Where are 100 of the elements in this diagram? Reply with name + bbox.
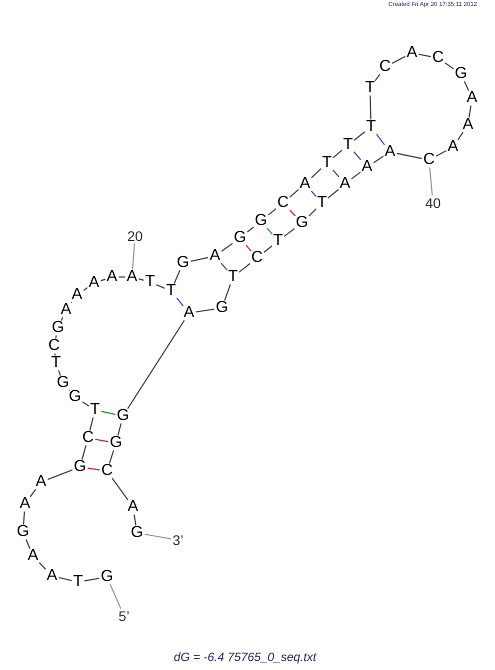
base-pair-line xyxy=(88,468,100,471)
nucleotide-letter: C xyxy=(101,465,113,477)
backbone-line xyxy=(196,308,214,313)
backbone-line xyxy=(30,488,36,498)
nucleotide-letter: T xyxy=(322,157,332,169)
base-pair-line xyxy=(220,262,228,271)
nucleotide-letter: A xyxy=(36,476,46,488)
backbone-line xyxy=(82,401,90,406)
backbone-line xyxy=(108,450,114,464)
backbone-line xyxy=(238,263,250,273)
backbone-line xyxy=(26,539,30,549)
backbone-line xyxy=(284,228,295,237)
backbone-line xyxy=(328,188,339,198)
backbone-line xyxy=(221,242,233,252)
backbone-line xyxy=(264,245,272,253)
backbone-line xyxy=(138,278,144,281)
backbone-line xyxy=(224,284,231,301)
backbone-line xyxy=(457,132,464,140)
nucleotide-letter: G xyxy=(100,571,114,583)
backbone-line xyxy=(60,317,64,321)
backbone-line xyxy=(127,320,185,410)
nucleotide-letter: T xyxy=(145,276,155,288)
nucleotide-letter: G xyxy=(296,217,308,229)
base-pair-line xyxy=(176,298,184,306)
backbone-line xyxy=(396,152,422,160)
base-pair-line xyxy=(101,410,116,415)
nucleotide-letter: A xyxy=(384,146,396,158)
nucleotide-letter: G xyxy=(68,391,82,403)
backbone-line xyxy=(354,131,366,141)
nucleotide-letter: A xyxy=(184,307,194,319)
backbone-line xyxy=(268,208,276,216)
leader-line xyxy=(110,584,122,609)
nucleotide-letter: A xyxy=(466,92,478,104)
nucleotide-letter: C xyxy=(82,432,94,444)
nucleotide-letter: A xyxy=(88,277,100,289)
nucleotide-letter: C xyxy=(379,61,391,73)
backbone-line xyxy=(418,54,431,58)
nucleotide-letter: A xyxy=(340,178,350,190)
base-pair-line xyxy=(246,244,252,252)
backbone-line xyxy=(464,81,470,91)
nucleotide-letter: A xyxy=(72,289,82,301)
nucleotide-letter: G xyxy=(74,461,86,473)
caption-text: dG = -6.4 75765_0_seq.txt xyxy=(174,650,316,664)
backbone-line xyxy=(436,150,447,157)
nucleotide-letter: C xyxy=(48,340,60,352)
backbone-line xyxy=(84,578,100,582)
backbone-line xyxy=(190,256,208,262)
nucleotide-letter: T xyxy=(51,357,61,369)
backbone-line xyxy=(58,576,72,582)
backbone-line xyxy=(174,270,180,284)
backbone-line xyxy=(117,423,122,436)
nucleotide-letter: C xyxy=(277,197,289,209)
base-pair-line xyxy=(310,190,317,197)
nucleotide-letter: T xyxy=(90,404,100,416)
nucleotide-letter: T xyxy=(366,121,376,133)
nucleotide-letter: G xyxy=(16,526,30,538)
nucleotide-letter: G xyxy=(116,410,130,422)
nucleotide-letter: A xyxy=(46,570,58,582)
backbone-line xyxy=(290,189,299,198)
nucleotide-letter: A xyxy=(406,47,418,59)
nucleotide-letter: C xyxy=(251,252,263,264)
backbone-line xyxy=(156,284,165,289)
nucleotide-letter: T xyxy=(166,285,176,297)
backbone-line xyxy=(118,276,126,278)
nucleotide-letter: T xyxy=(228,271,238,283)
backbone-line xyxy=(332,150,342,158)
backbone-line xyxy=(308,208,316,216)
nucleotide-letter: T xyxy=(273,235,283,247)
position-number: 20 xyxy=(127,230,143,242)
nucleotide-letter: A xyxy=(462,119,474,131)
backbone-line xyxy=(22,511,26,525)
nucleotide-letter: G xyxy=(110,437,122,449)
nucleotide-letter: A xyxy=(28,550,38,562)
backbone-line xyxy=(247,226,254,232)
nucleotide-letter: A xyxy=(448,141,458,153)
nucleotide-letter: G xyxy=(176,257,190,269)
nucleotide-letter: G xyxy=(130,527,144,539)
backbone-line xyxy=(54,353,56,356)
nucleotide-letter: G xyxy=(254,215,268,227)
backbone-line xyxy=(392,56,406,64)
backbone-line xyxy=(374,74,380,82)
base-pair-line xyxy=(376,134,385,146)
backbone-line xyxy=(83,287,88,291)
backbone-line xyxy=(370,95,372,120)
backbone-line xyxy=(81,445,87,460)
nucleotide-letter: A xyxy=(60,304,72,316)
backbone-line xyxy=(351,172,361,180)
nucleotide-letter: A xyxy=(20,498,30,510)
nucleotide-letter: T xyxy=(343,139,353,151)
base-pair-line xyxy=(332,169,340,178)
backbone-line xyxy=(100,278,106,282)
base-pair-line xyxy=(353,151,362,160)
backbone-line xyxy=(112,478,128,500)
backbone-line xyxy=(38,562,46,570)
backbone-line xyxy=(444,62,454,70)
nucleotide-letter: G xyxy=(56,377,70,389)
leader-line xyxy=(144,534,172,540)
leader-line xyxy=(429,167,433,196)
nucleotide-letter: G xyxy=(52,322,64,334)
nucleotide-letter: A xyxy=(128,501,138,513)
